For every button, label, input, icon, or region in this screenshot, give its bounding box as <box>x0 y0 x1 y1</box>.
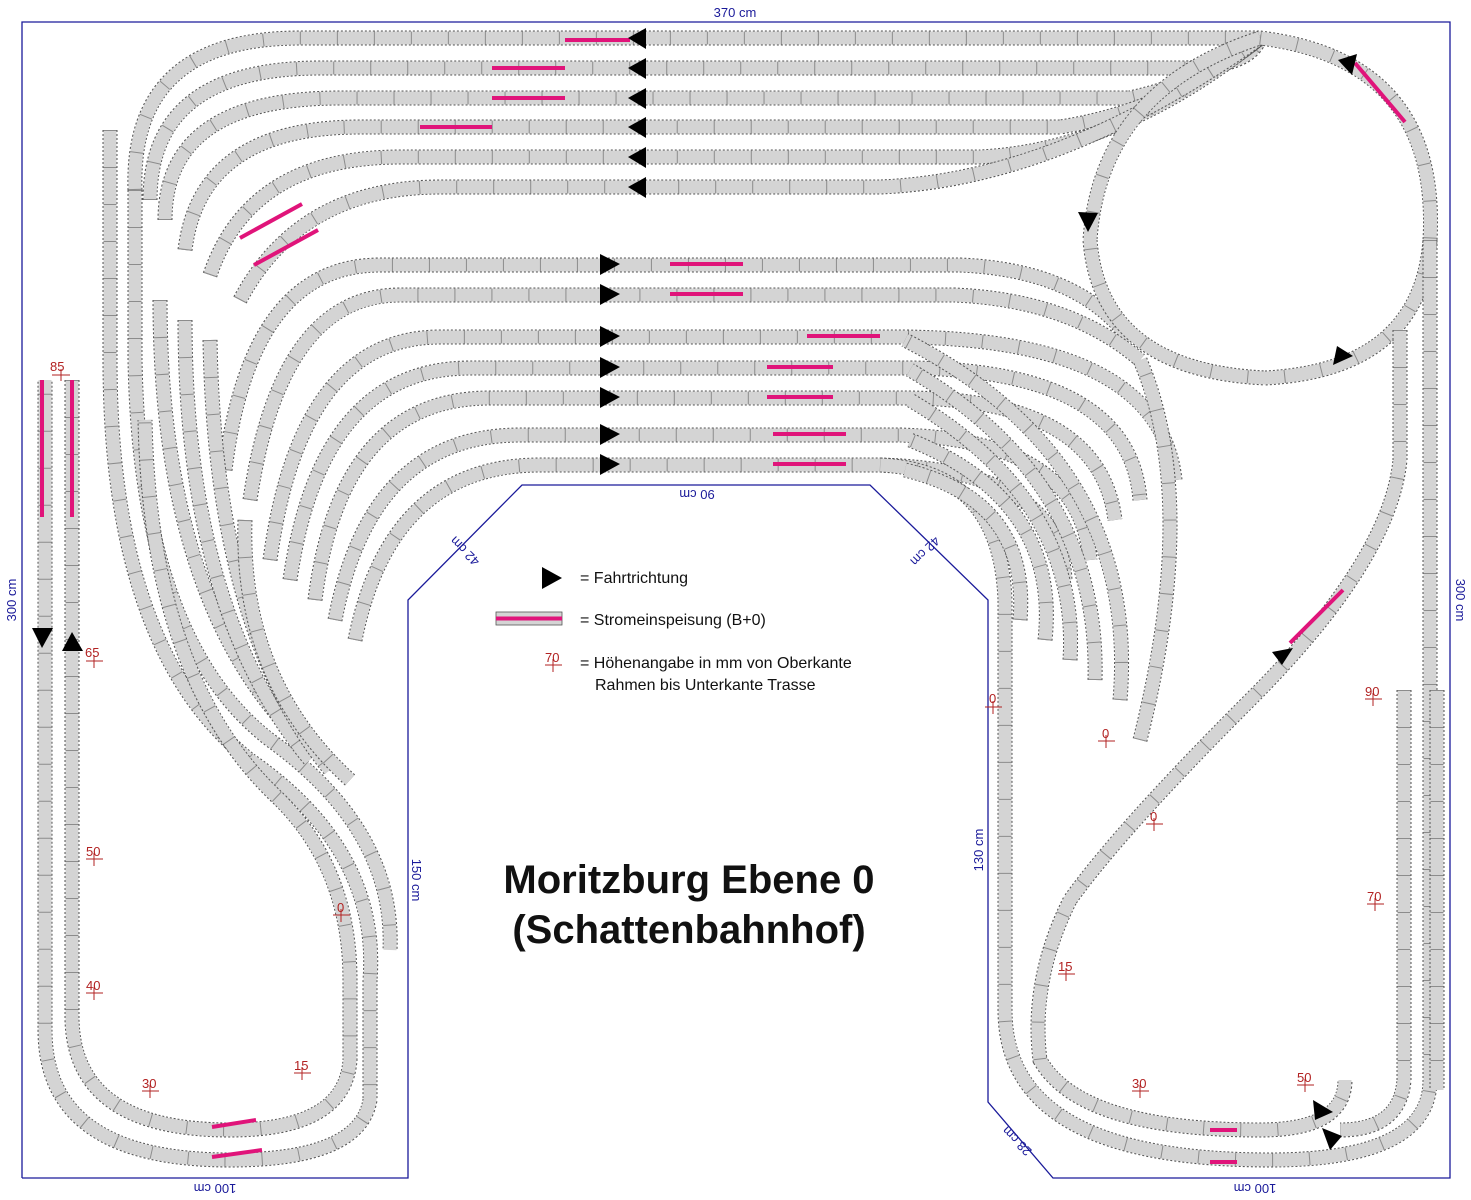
track-band <box>1339 690 1411 1137</box>
direction-arrow-icon <box>1322 1128 1342 1150</box>
track-network <box>37 30 1445 1168</box>
track-band <box>907 433 1053 641</box>
height-label: 0 <box>989 691 996 706</box>
direction-arrow-icon <box>1078 212 1098 232</box>
title-line1: Moritzburg Ebene 0 <box>503 858 874 902</box>
track-band <box>283 361 1147 581</box>
track-band <box>128 31 1260 191</box>
height-label: 50 <box>86 844 100 859</box>
track-band <box>178 319 315 765</box>
dim-inner-right: 130 cm <box>971 829 986 872</box>
track-band <box>65 380 357 1137</box>
height-label: 90 <box>1365 684 1379 699</box>
height-label: 15 <box>1058 959 1072 974</box>
height-markers <box>52 369 1384 1098</box>
direction-arrow-icon <box>600 424 620 445</box>
dim-bottom-left: 100 cm <box>194 1181 237 1196</box>
track-band <box>218 258 1136 471</box>
legend: = Fahrtrichtung = Stromeinspeisung (B+0)… <box>495 567 852 694</box>
direction-arrow-icon <box>628 177 646 198</box>
direction-arrow-icon <box>600 387 620 408</box>
height-label: 15 <box>294 1058 308 1073</box>
direction-arrow-icon <box>628 117 646 138</box>
title-line2: (Schattenbahnhof) <box>512 908 865 952</box>
dim-inner-top: 90 cm <box>679 487 714 502</box>
track-band <box>1083 31 1438 385</box>
dim-right: 300 cm <box>1453 579 1468 622</box>
height-label: 30 <box>1132 1076 1146 1091</box>
direction-arrow-icon <box>600 357 620 378</box>
dim-corner-diag: 28 cm <box>999 1123 1035 1159</box>
track-ties <box>906 364 1102 681</box>
legend-height-line2: Rahmen bis Unterkante Trasse <box>595 677 816 694</box>
left-loop-tracks <box>37 130 398 1168</box>
boundary-outline <box>21 21 1451 1179</box>
direction-arrow-icon <box>600 254 620 275</box>
middle-storage-tracks <box>217 257 1183 642</box>
track-band <box>1133 357 1177 742</box>
direction-arrow-icon <box>600 326 620 347</box>
dim-inner-left: 150 cm <box>409 859 424 902</box>
dim-top: 370 cm <box>714 5 757 20</box>
height-label: 0 <box>1150 809 1157 824</box>
direction-arrow-icon <box>600 454 620 475</box>
dim-left: 300 cm <box>4 579 19 622</box>
direction-arrow-icon <box>1313 1100 1333 1120</box>
track-band <box>906 394 1078 661</box>
direction-arrow-icon <box>1338 54 1357 75</box>
track-band <box>263 330 1182 561</box>
track-band <box>902 334 1129 701</box>
height-labels: 85 65 50 40 30 15 0 0 0 0 15 30 50 70 90 <box>50 359 1381 1091</box>
height-label: 65 <box>85 645 99 660</box>
track-band <box>328 428 1097 622</box>
track-edge <box>1339 690 1412 1138</box>
track-band <box>1031 330 1407 1137</box>
track-band <box>238 519 355 785</box>
height-label: 85 <box>50 359 64 374</box>
height-label: 50 <box>1297 1070 1311 1085</box>
track-band <box>38 130 378 1167</box>
legend-feed-label: = Stromeinspeisung (B+0) <box>580 612 766 629</box>
direction-arrow-icon <box>628 58 646 79</box>
direction-arrow-icon <box>628 28 646 49</box>
track-band <box>308 391 1122 601</box>
height-label: 40 <box>86 978 100 993</box>
height-label: 70 <box>1367 889 1381 904</box>
height-label: 0 <box>1102 726 1109 741</box>
right-loop-tracks <box>879 30 1445 1168</box>
direction-arrow-icon <box>628 147 646 168</box>
direction-arrow-icon <box>600 284 620 305</box>
legend-height-line1: = Höhenangabe in mm von Oberkante <box>580 655 852 672</box>
dim-inner-diag-left: 42 cm <box>447 533 483 569</box>
direction-arrow-icon <box>1333 346 1353 365</box>
direction-arrow-icon <box>1272 648 1293 665</box>
track-band <box>243 288 1145 501</box>
legend-height-sample: 70 <box>545 650 559 665</box>
height-label: 30 <box>142 1076 156 1091</box>
height-label: 0 <box>337 900 344 915</box>
track-band <box>903 463 1028 621</box>
direction-arrow-icon <box>62 632 83 651</box>
upper-storage-tracks <box>127 30 1268 304</box>
track-ties <box>1339 690 1411 1137</box>
legend-direction-arrow-icon <box>542 567 562 589</box>
dim-bottom-right: 100 cm <box>1234 1181 1277 1196</box>
feed-markers <box>40 38 1407 1164</box>
legend-direction-label: = Fahrtrichtung <box>580 570 688 587</box>
direction-arrow-icon <box>32 628 53 648</box>
direction-arrows <box>32 28 1357 1150</box>
direction-arrow-icon <box>628 88 646 109</box>
